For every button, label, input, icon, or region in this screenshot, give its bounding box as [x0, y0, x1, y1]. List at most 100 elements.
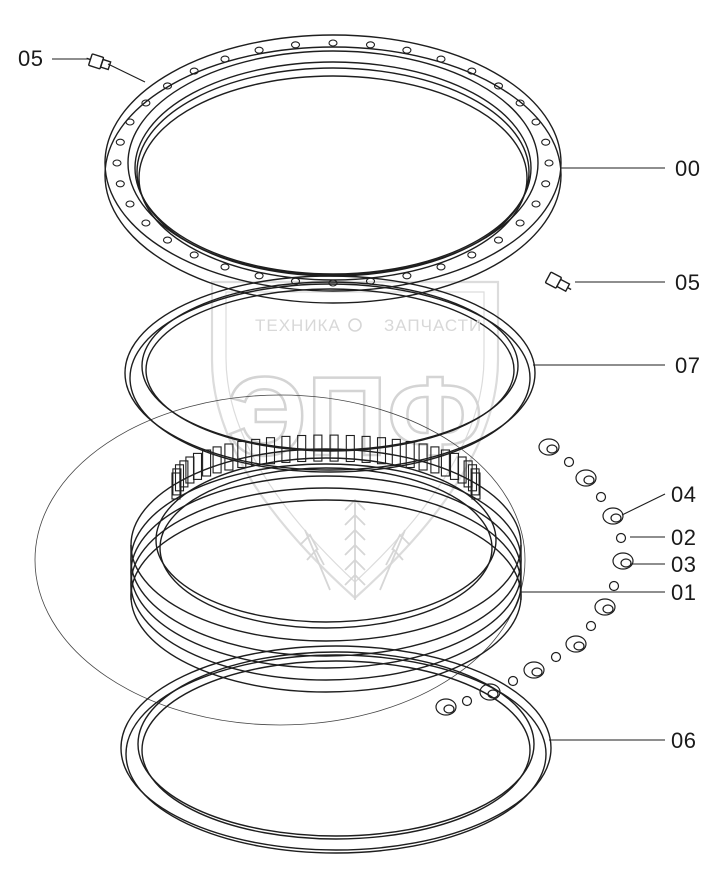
gear-tooth: [212, 446, 222, 474]
roller: [602, 507, 624, 525]
bolt-hole: [141, 219, 151, 227]
grease-nipple-top: [86, 53, 112, 71]
roller-end: [610, 513, 622, 523]
bolt-hole: [467, 251, 477, 259]
bolt-hole: [220, 263, 230, 271]
bolt-hole: [493, 236, 504, 244]
bolt-hole: [365, 41, 376, 49]
bolt-hole: [328, 39, 338, 47]
bolt-hole: [254, 46, 264, 54]
watermark-right-text: ЗАПЧАСТИ: [384, 316, 483, 335]
roller: [538, 438, 560, 456]
outer-flange-ring: [104, 34, 562, 304]
ball: [563, 456, 575, 468]
roller: [435, 698, 457, 716]
bearing-elements: [435, 438, 634, 716]
bolt-hole: [467, 67, 477, 75]
bolt-hole: [402, 46, 412, 54]
callout-00: 00: [675, 156, 701, 181]
bolt-hole: [402, 272, 412, 280]
gear-tooth: [376, 437, 387, 465]
bolt-hole: [254, 272, 264, 280]
bolt-hole: [531, 200, 541, 208]
ball: [507, 675, 519, 687]
gear-tooth: [179, 460, 189, 488]
gear-tooth: [329, 434, 339, 462]
bolt-hole: [290, 41, 301, 49]
grease-nipple-right: [545, 271, 572, 293]
lower-seal-ring: [120, 645, 552, 854]
watermark-left-text: ТЕХНИКА: [255, 316, 341, 335]
bolt-hole: [115, 138, 125, 146]
gear-tooth: [281, 435, 291, 463]
gear-icon: [348, 318, 362, 332]
bolt-hole: [436, 55, 446, 63]
bolt-hole: [436, 263, 446, 271]
ball: [595, 491, 607, 503]
callout-05-top: 05: [18, 46, 44, 71]
gear-tooth: [202, 449, 212, 477]
gear-tooth: [237, 440, 247, 469]
roller-end: [546, 444, 558, 454]
seal-ring: [124, 275, 536, 473]
bolt-hole: [162, 236, 173, 244]
ball: [615, 532, 627, 544]
callout-01: 01: [671, 580, 697, 605]
gear-tooth: [430, 446, 440, 474]
gear-tooth: [224, 443, 234, 471]
callout-03: 03: [671, 552, 697, 577]
bolt-hole: [515, 219, 525, 227]
bolt-hole: [290, 277, 301, 285]
roller: [479, 683, 501, 701]
gear-tooth: [172, 468, 182, 496]
gear-tooth: [470, 468, 480, 496]
roller: [523, 661, 545, 679]
ball: [585, 620, 597, 632]
roller-end: [487, 689, 499, 699]
gear-tooth: [192, 452, 203, 480]
roller: [575, 469, 597, 487]
bolt-hole: [541, 180, 551, 188]
roller-end: [531, 667, 543, 677]
gear-tooth: [313, 434, 323, 462]
roller-end: [573, 641, 585, 651]
gear-tooth: [440, 449, 450, 477]
callout-06: 06: [671, 728, 697, 753]
gear-tooth: [265, 437, 276, 465]
leader-lines: [52, 58, 666, 741]
callout-07: 07: [675, 353, 701, 378]
callout-05-right: 05: [675, 270, 701, 295]
gear-tooth: [405, 440, 415, 469]
roller: [612, 552, 634, 570]
ball: [608, 580, 620, 592]
bolt-hole: [541, 138, 551, 146]
bolt-hole: [220, 55, 230, 63]
roller: [565, 635, 587, 653]
roller-end: [443, 704, 455, 714]
roller-end: [620, 558, 632, 568]
bolt-holes: [112, 39, 554, 287]
inner-gear-ring: [130, 434, 522, 693]
gear-tooth: [418, 443, 428, 471]
callout-04: 04: [671, 482, 697, 507]
bolt-hole: [515, 99, 525, 107]
bolt-hole: [328, 279, 338, 287]
assembly-indicator-ellipse: [34, 394, 526, 726]
gear-tooth: [345, 434, 355, 463]
watermark-logo-letters: ЭПФ: [227, 354, 483, 479]
callout-02: 02: [671, 525, 697, 550]
ball: [461, 695, 473, 707]
bolt-hole: [125, 200, 135, 208]
roller-end: [583, 475, 595, 485]
bolt-hole: [112, 159, 122, 167]
wheat-icon: [299, 498, 411, 600]
bolt-hole: [544, 159, 554, 167]
bolt-hole: [493, 82, 504, 90]
roller-end: [602, 604, 614, 614]
gear-tooth: [457, 456, 467, 484]
bolt-hole: [115, 180, 125, 188]
roller: [594, 598, 616, 616]
bolt-hole: [125, 118, 135, 126]
